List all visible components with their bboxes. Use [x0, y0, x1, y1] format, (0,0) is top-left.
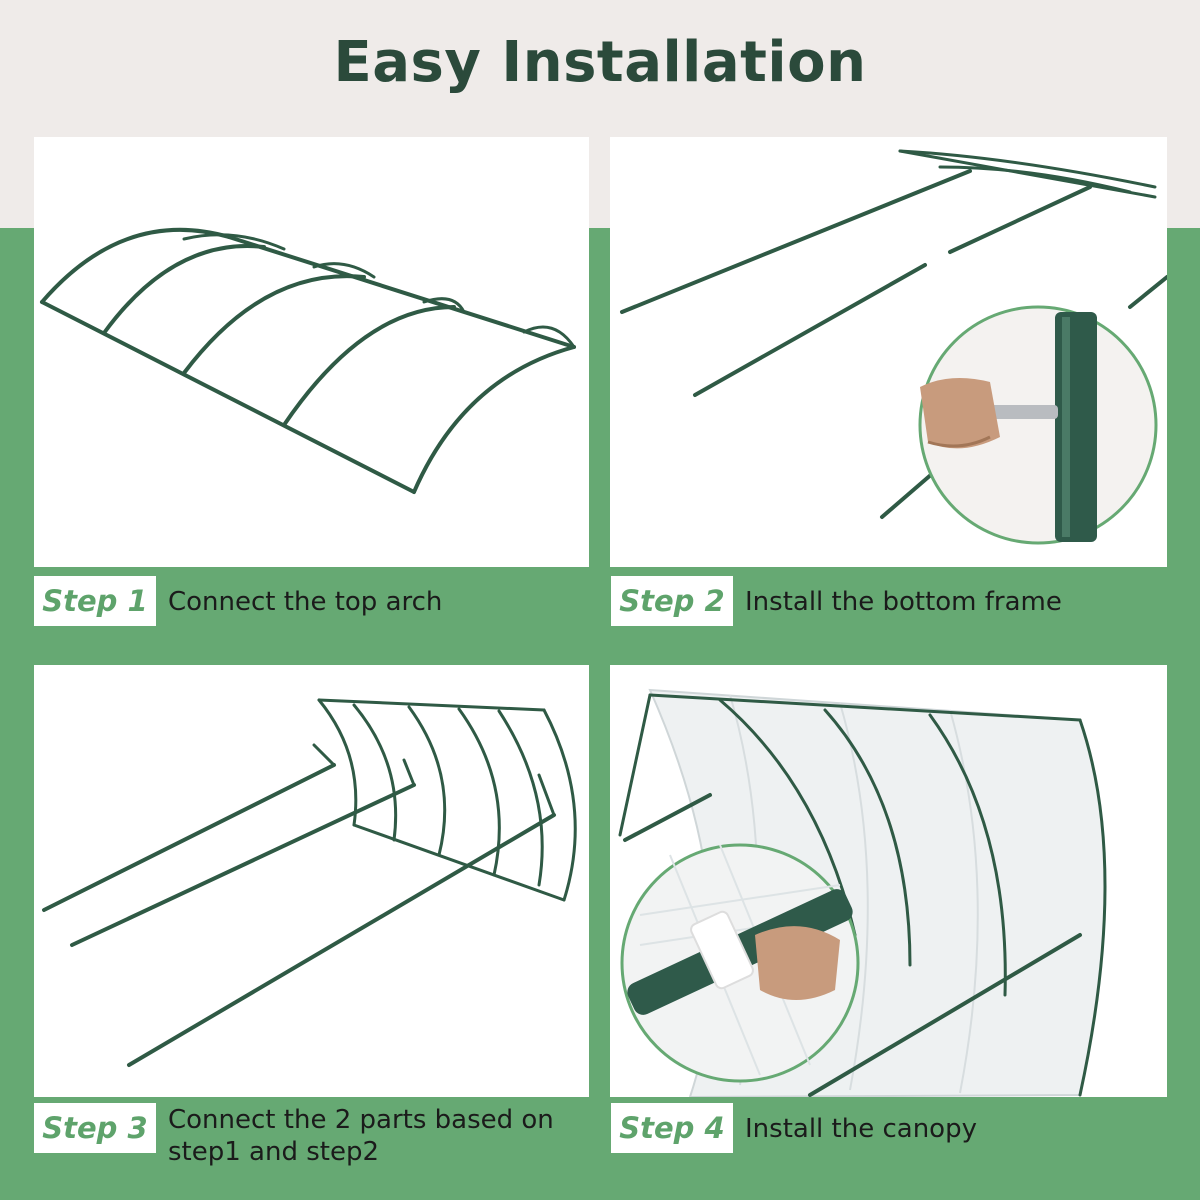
bottom-frame-illustration	[620, 149, 1167, 545]
step2-image-panel	[610, 137, 1167, 567]
step3-text: Connect the 2 parts based on step1 and s…	[168, 1105, 554, 1167]
step1-image-panel	[34, 137, 589, 567]
step1-badge: Step 1	[34, 576, 156, 626]
step4-text: Install the canopy	[745, 1114, 977, 1144]
step3-badge: Step 3	[34, 1103, 156, 1153]
step1-text: Connect the top arch	[168, 587, 443, 617]
step2-badge: Step 2	[611, 576, 733, 626]
step2-text: Install the bottom frame	[745, 587, 1062, 617]
top-arch-frame-illustration	[40, 227, 576, 494]
connected-frame-illustration	[42, 698, 577, 1067]
page-title: Easy Installation	[333, 30, 867, 95]
step4-image-panel	[610, 665, 1167, 1097]
step4-badge: Step 4	[611, 1103, 733, 1153]
step3-image-panel	[34, 665, 589, 1097]
canopy-illustration	[618, 688, 1107, 1097]
